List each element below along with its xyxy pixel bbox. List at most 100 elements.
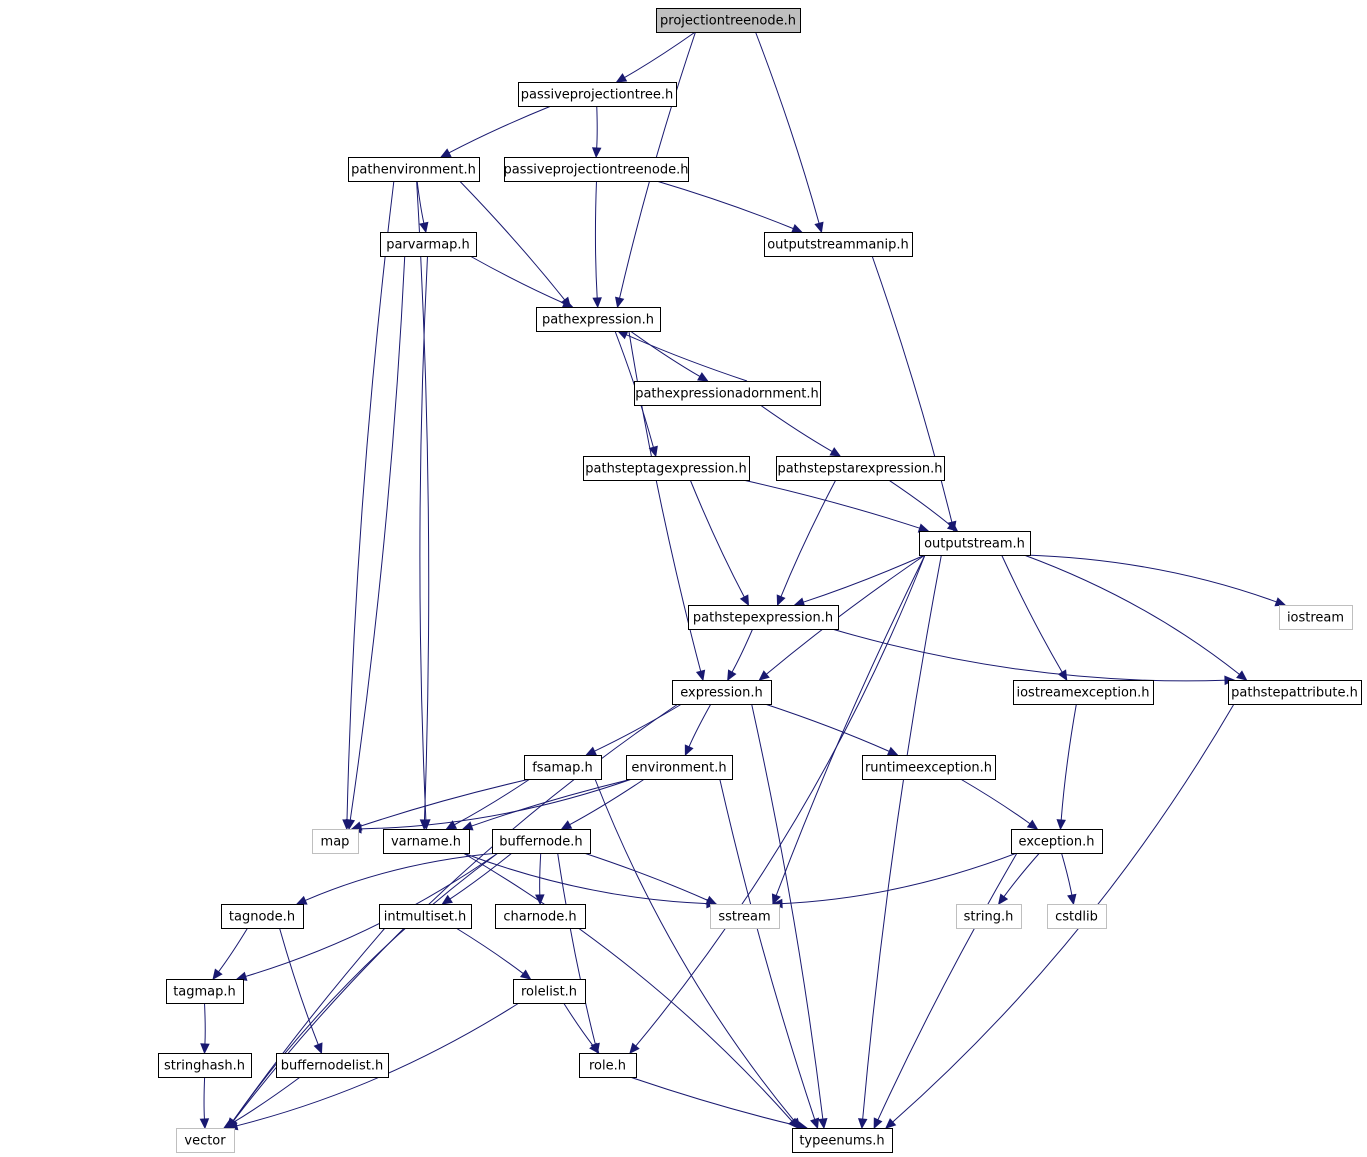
edge-pathstepexpression-to-expression <box>727 628 754 682</box>
node-fsamap[interactable]: fsamap.h <box>524 755 602 780</box>
node-pathsteptagexpression[interactable]: pathsteptagexpression.h <box>583 456 750 481</box>
node-label: string.h <box>964 910 1014 925</box>
edge-buffernode-to-intmultiset <box>441 852 513 905</box>
node-tagmap[interactable]: tagmap.h <box>166 979 244 1004</box>
edge-environment-to-typeenums <box>719 778 820 1130</box>
node-label: fsamap.h <box>532 761 593 776</box>
edge-pathenvironment-to-parvarmap <box>416 180 429 234</box>
node-box <box>221 904 304 929</box>
edge-expression-to-runtimeexception <box>764 703 899 756</box>
node-box <box>176 1128 235 1153</box>
node-string: string.h <box>956 904 1022 929</box>
node-buffernodelist[interactable]: buffernodelist.h <box>276 1053 389 1078</box>
node-iostreamexception[interactable]: iostreamexception.h <box>1013 680 1154 705</box>
node-box <box>1013 680 1154 705</box>
node-charnode[interactable]: charnode.h <box>495 904 586 929</box>
node-environment[interactable]: environment.h <box>626 755 733 780</box>
node-box <box>1228 680 1362 705</box>
node-box <box>764 232 913 257</box>
node-runtimeexception[interactable]: runtimeexception.h <box>862 755 996 780</box>
node-role[interactable]: role.h <box>579 1053 637 1078</box>
node-pathenvironment[interactable]: pathenvironment.h <box>348 157 480 182</box>
node-map: map <box>312 829 359 854</box>
node-label: vector <box>184 1134 226 1149</box>
node-box <box>379 904 472 929</box>
node-vector: vector <box>176 1128 235 1153</box>
node-label: pathstepattribute.h <box>1231 686 1358 701</box>
edge-environment-to-varname <box>461 778 633 831</box>
node-label: tagnode.h <box>229 910 295 925</box>
node-exception[interactable]: exception.h <box>1011 829 1103 854</box>
node-box <box>383 829 470 854</box>
edge-passiveprojectiontreenode-to-outputstreammanip <box>656 180 803 233</box>
node-pathexpression[interactable]: pathexpression.h <box>536 307 661 332</box>
edge-exception-to-cstdlib <box>1061 852 1077 906</box>
node-buffernode[interactable]: buffernode.h <box>492 829 591 854</box>
node-intmultiset[interactable]: intmultiset.h <box>379 904 472 929</box>
node-expression[interactable]: expression.h <box>672 680 772 705</box>
node-pathstepexpression[interactable]: pathstepexpression.h <box>688 605 839 630</box>
node-label: map <box>321 835 350 850</box>
node-pathexpressionadornment[interactable]: pathexpressionadornment.h <box>634 381 821 406</box>
node-label: outputstream.h <box>924 537 1025 552</box>
edge-fsamap-to-map <box>350 778 531 831</box>
node-label: pathenvironment.h <box>351 163 476 178</box>
node-box <box>492 829 591 854</box>
edge-buffernode-to-role <box>557 852 600 1055</box>
node-box <box>536 307 661 332</box>
node-pathstepattribute[interactable]: pathstepattribute.h <box>1228 680 1362 705</box>
node-label: outputstreammanip.h <box>767 238 909 253</box>
node-outputstream[interactable]: outputstream.h <box>919 531 1031 556</box>
node-rolelist[interactable]: rolelist.h <box>513 979 586 1004</box>
node-label: runtimeexception.h <box>865 761 992 776</box>
edge-iostreamexception-to-exception <box>1056 703 1077 831</box>
edge-pathenvironment-to-map <box>342 180 395 831</box>
node-box <box>158 1053 252 1078</box>
edge-buffernode-to-charnode <box>535 852 545 906</box>
edge-pathstepstarexpression-to-pathstepexpression <box>776 479 837 607</box>
edge-parvarmap-to-pathexpression <box>469 255 574 308</box>
edge-passiveprojectiontree-to-pathenvironment <box>439 105 552 158</box>
edge-expression-to-typeenums <box>751 703 828 1130</box>
node-varname[interactable]: varname.h <box>383 829 470 854</box>
node-typeenums[interactable]: typeenums.h <box>792 1128 893 1153</box>
node-label: pathstepstarexpression.h <box>777 462 942 477</box>
edge-runtimeexception-to-exception <box>960 778 1039 830</box>
edge-exception-to-sstream <box>771 852 1018 909</box>
node-parvarmap[interactable]: parvarmap.h <box>380 232 477 257</box>
node-box <box>919 531 1031 556</box>
node-passiveprojectiontreenode[interactable]: passiveprojectiontreenode.h <box>504 157 689 182</box>
edge-tagnode-to-buffernodelist <box>279 927 323 1055</box>
edge-environment-to-map <box>350 778 633 834</box>
node-label: iostream <box>1287 611 1344 626</box>
node-label: pathstepexpression.h <box>693 611 833 626</box>
node-box <box>583 456 750 481</box>
node-box <box>312 829 359 854</box>
edge-outputstream-to-expression <box>758 554 926 681</box>
node-sstream: sstream <box>710 904 780 929</box>
edge-stringhash-to-vector <box>199 1076 210 1130</box>
node-tagnode[interactable]: tagnode.h <box>221 904 304 929</box>
node-label: iostreamexception.h <box>1016 686 1149 701</box>
node-box <box>710 904 780 929</box>
node-label: cstdlib <box>1055 910 1098 925</box>
node-box <box>688 605 839 630</box>
edge-exception-to-typeenums <box>873 852 1018 1130</box>
node-stringhash[interactable]: stringhash.h <box>158 1053 252 1078</box>
node-label: tagmap.h <box>173 985 236 1000</box>
node-label: buffernodelist.h <box>281 1059 383 1074</box>
edge-expression-to-fsamap <box>585 703 683 756</box>
node-outputstreammanip[interactable]: outputstreammanip.h <box>764 232 913 257</box>
nodes-layer: projectiontreenode.hpassiveprojectiontre… <box>158 8 1362 1153</box>
node-pathstepstarexpression[interactable]: pathstepstarexpression.h <box>776 456 945 481</box>
edge-outputstreammanip-to-outputstream <box>871 255 957 533</box>
node-box <box>656 8 801 33</box>
edge-buffernodelist-to-vector <box>222 1076 301 1129</box>
edge-projectiontreenode-to-passiveprojectiontree <box>615 31 696 83</box>
node-label: stringhash.h <box>164 1059 245 1074</box>
node-passiveprojectiontree[interactable]: passiveprojectiontree.h <box>518 82 677 107</box>
edge-pathexpression-to-pathexpressionadornment <box>629 330 709 382</box>
node-box <box>634 381 821 406</box>
edge-pathstepstarexpression-to-outputstream <box>888 479 959 532</box>
